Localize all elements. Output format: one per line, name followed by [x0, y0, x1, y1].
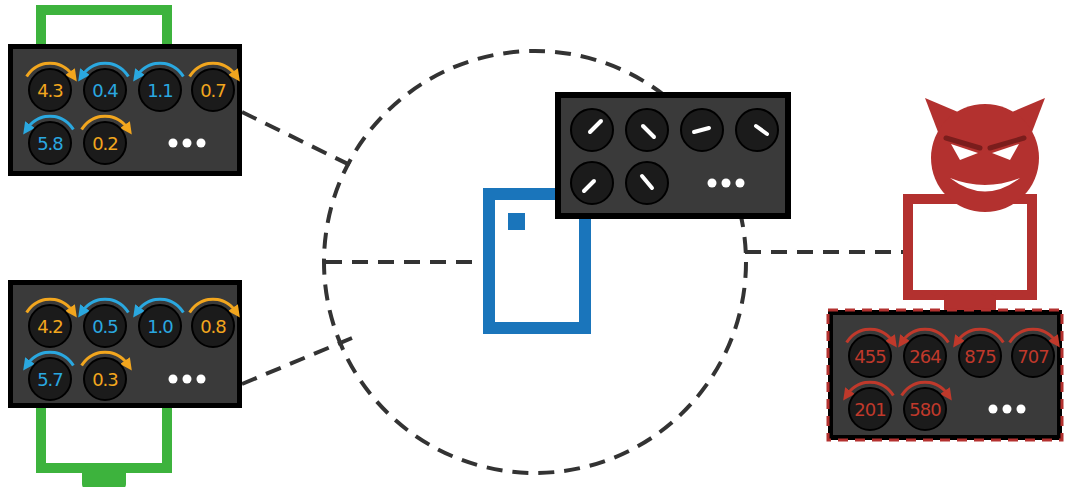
parameter-value: 4.3 — [28, 68, 72, 112]
devil-face — [925, 98, 1045, 212]
ellipsis-dot — [197, 139, 206, 148]
dashed-link — [242, 112, 352, 166]
parameter-value: 875 — [958, 334, 1002, 378]
parameter-value: 4.2 — [28, 304, 72, 348]
ellipsis-dot — [197, 375, 206, 384]
ellipsis-dot — [183, 375, 192, 384]
parameter-value: 0.4 — [83, 68, 127, 112]
dashed-link — [745, 250, 905, 254]
device-camera — [508, 213, 525, 230]
parameter-value: 264 — [903, 334, 947, 378]
parameter-value: 580 — [903, 387, 947, 431]
parameter-value: 5.7 — [28, 357, 72, 401]
model-knobs — [571, 109, 778, 204]
parameter-value: 0.5 — [83, 304, 127, 348]
ellipsis-dot — [989, 405, 998, 414]
parameter-value: 201 — [848, 387, 892, 431]
parameter-value: 707 — [1011, 334, 1055, 378]
ellipsis-dot — [183, 139, 192, 148]
ellipsis-dot — [1003, 405, 1012, 414]
parameter-value: 0.7 — [191, 68, 235, 112]
dashed-border — [828, 310, 1062, 440]
parameter-value: 1.0 — [138, 304, 182, 348]
parameter-value: 455 — [848, 334, 892, 378]
parameter-value: 0.8 — [191, 304, 235, 348]
client-update-panel: 4.30.41.10.7 5.80.2 — [8, 44, 242, 176]
parameter-value: 0.3 — [83, 357, 127, 401]
dashed-links — [242, 51, 905, 473]
client-update-panel: 4.20.51.00.8 5.70.3 — [8, 280, 242, 408]
parameter-value: 0.2 — [83, 121, 127, 165]
ellipsis-dot — [1017, 405, 1026, 414]
ellipsis-dot — [169, 375, 178, 384]
attacker-device — [908, 199, 1032, 295]
ellipsis-dot — [169, 139, 178, 148]
parameter-value: 1.1 — [138, 68, 182, 112]
dashed-link — [242, 338, 352, 384]
dashed-link — [326, 260, 482, 264]
parameter-value: 5.8 — [28, 121, 72, 165]
model-panel — [558, 95, 788, 216]
device-stand — [82, 466, 126, 487]
malicious-update-panel: 455264875707 201580 — [828, 310, 1062, 440]
